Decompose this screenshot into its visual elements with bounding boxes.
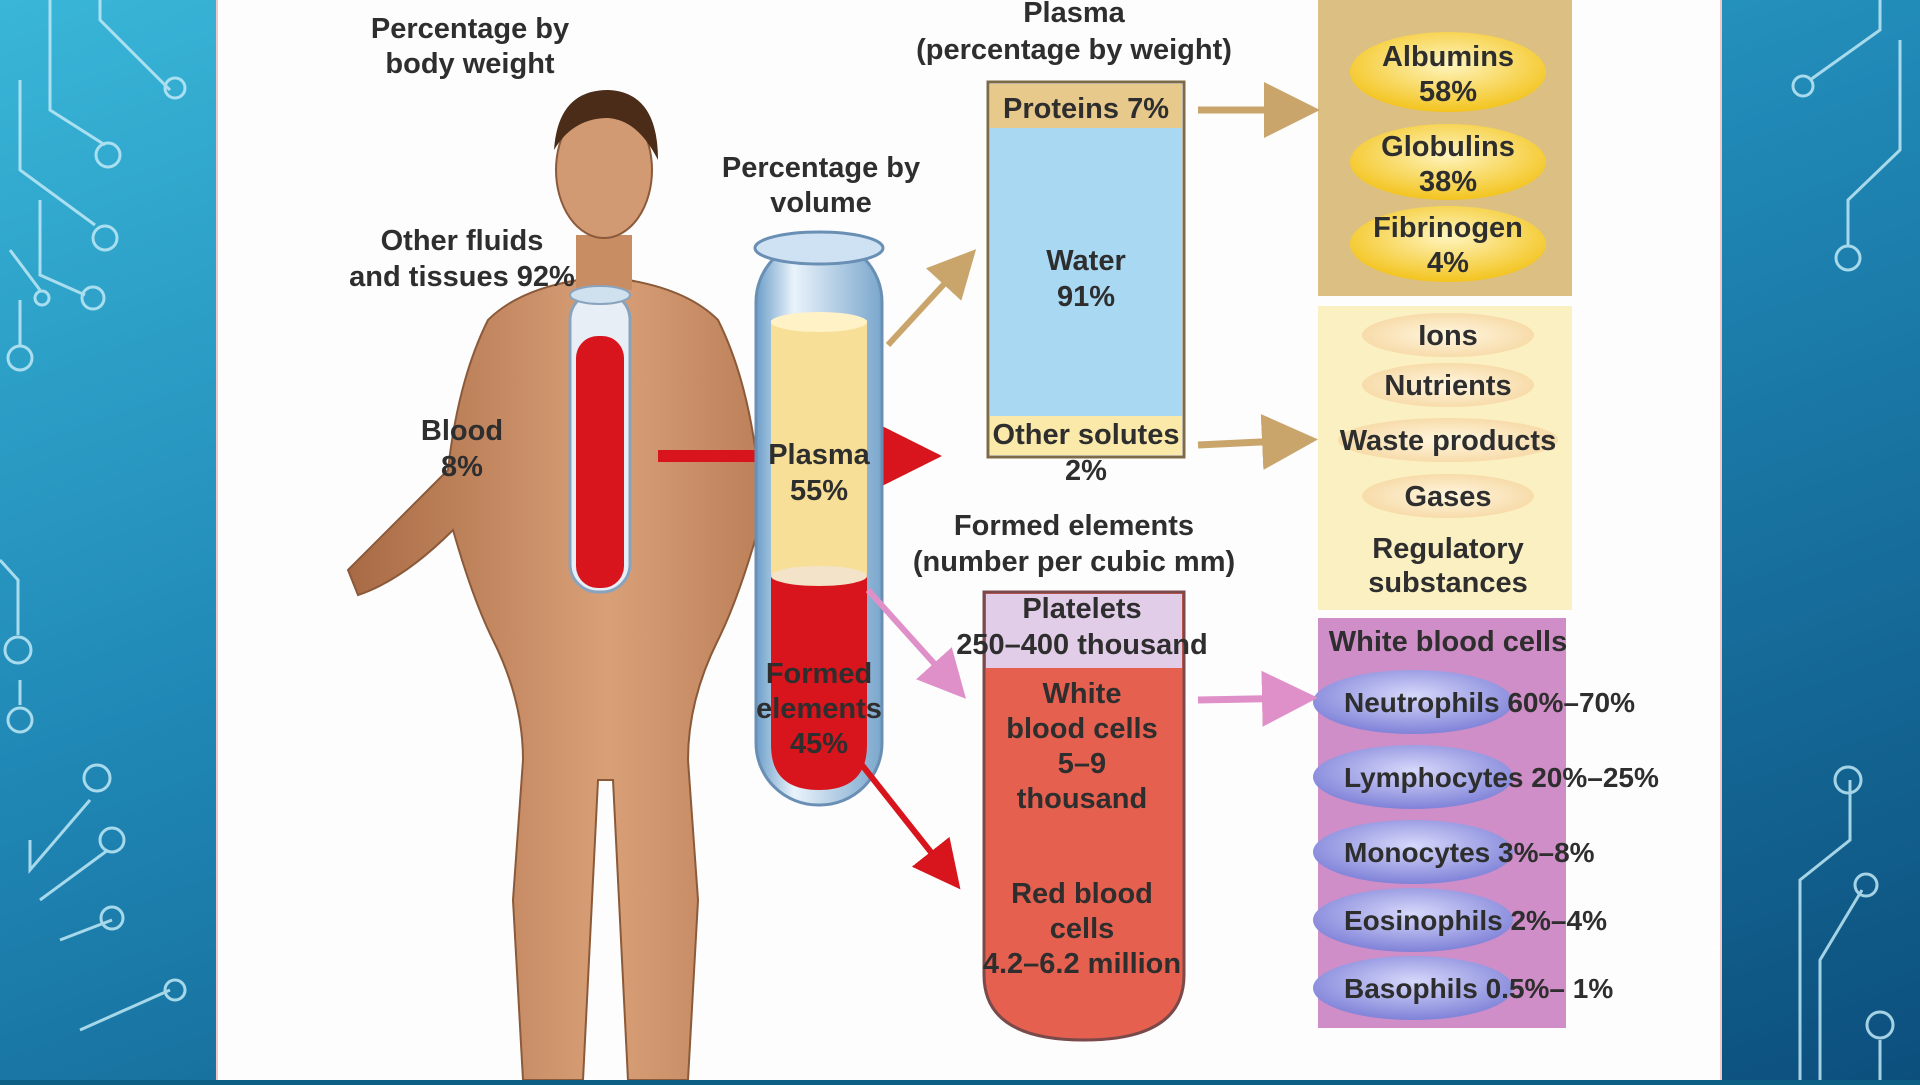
volume-plasma-line1: Plasma [768,439,870,471]
rbc-label-line3: 4.2–6.2 million [983,948,1181,980]
platelets-count: 250–400 thousand [956,629,1207,661]
volume-formed-line3: 45% [790,728,848,760]
fibrinogen-percent: 4% [1427,247,1469,279]
plasma-water-line2: 91% [1057,281,1115,313]
oval-neutrophils [1313,670,1513,734]
volume-title-line1: Percentage by [722,152,920,184]
wbc-label-line4: thousand [1017,783,1148,815]
oval-eosinophils [1313,888,1513,952]
human-figure [346,90,870,1080]
formed-elements-tube [982,590,1186,1042]
body-blood-tube [568,285,632,594]
solute-nutrients: Nutrients [1384,370,1511,402]
oval-lymphocytes [1313,745,1513,809]
plasma-water-line1: Water [1046,245,1126,277]
rbc-label-line1: Red blood [1011,878,1153,910]
volume-test-tube [753,230,885,807]
albumins-percent: 58% [1419,76,1477,108]
body-blood-line2: 8% [441,451,483,483]
oval-nutrients [1362,363,1534,407]
arrow-to-wbc-types [1197,670,1318,727]
formed-title-line1: Formed elements [954,510,1194,542]
diagram-panel: Percentage by body weight Other fluids a… [216,0,1722,1080]
oval-monocytes [1313,820,1513,884]
body-blood-line1: Blood [421,415,503,447]
arrow-to-rbc [855,758,961,890]
volume-formed-line1: Formed [766,658,872,690]
solute-waste: Waste products [1340,425,1556,457]
oval-ions [1362,313,1534,357]
plasma-solutes-line1: Other solutes [993,419,1180,451]
body-title-line1: Percentage by [371,13,569,45]
wbc-label-line1: White [1043,678,1122,710]
oval-albumins [1350,32,1546,112]
plasma-solutes-line2: 2% [1065,455,1107,487]
globulins-name: Globulins [1381,131,1515,163]
body-other-line1: Other fluids [381,225,544,257]
body-other-line2: and tissues 92% [349,261,575,293]
rbc-label-line2: cells [1050,913,1115,945]
platelets-name: Platelets [1022,593,1141,625]
volume-plasma-line2: 55% [790,475,848,507]
solute-regulatory-line2: substances [1368,567,1528,599]
volume-formed-line2: elements [756,693,882,725]
solute-ions: Ions [1418,320,1478,352]
oval-globulins [1350,124,1546,200]
blood-composition-diagram: Percentage by body weight Other fluids a… [346,0,1659,1080]
formed-title-line2: (number per cubic mm) [913,546,1235,578]
globulins-percent: 38% [1419,166,1477,198]
fibrinogen-name: Fibrinogen [1373,212,1523,244]
oval-gases [1362,474,1534,518]
wbc-eosinophils: Eosinophils 2%–4% [1344,905,1607,936]
body-title-line2: body weight [385,48,555,80]
oval-waste [1338,418,1558,462]
arrow-to-solutes [1197,414,1318,470]
arrow-to-formed [865,587,967,699]
wbc-lymphocytes: Lymphocytes 20%–25% [1344,762,1659,793]
arrow-to-plasma [885,249,977,348]
solute-regulatory-line1: Regulatory [1372,533,1523,565]
plasma-title-line2: (percentage by weight) [916,34,1232,66]
plasma-proteins-label: Proteins 7% [1003,93,1169,125]
wbc-basophils: Basophils 0.5%– 1% [1344,973,1613,1004]
slide-number: 2 [1710,943,1721,963]
wbc-label-line3: 5–9 [1058,748,1106,780]
wbc-types-title: White blood cells [1329,626,1567,658]
wbc-monocytes: Monocytes 3%–8% [1344,837,1595,868]
oval-basophils [1313,956,1513,1020]
volume-title-line2: volume [770,187,872,219]
oval-fibrinogen [1350,206,1546,282]
albumins-name: Albumins [1382,41,1514,73]
plasma-title-line1: Plasma [1023,0,1125,29]
plasma-composition-box [986,80,1186,459]
wbc-label-line2: blood cells [1006,713,1157,745]
wbc-neutrophils: Neutrophils 60%–70% [1344,687,1635,718]
solute-gases: Gases [1404,481,1491,513]
